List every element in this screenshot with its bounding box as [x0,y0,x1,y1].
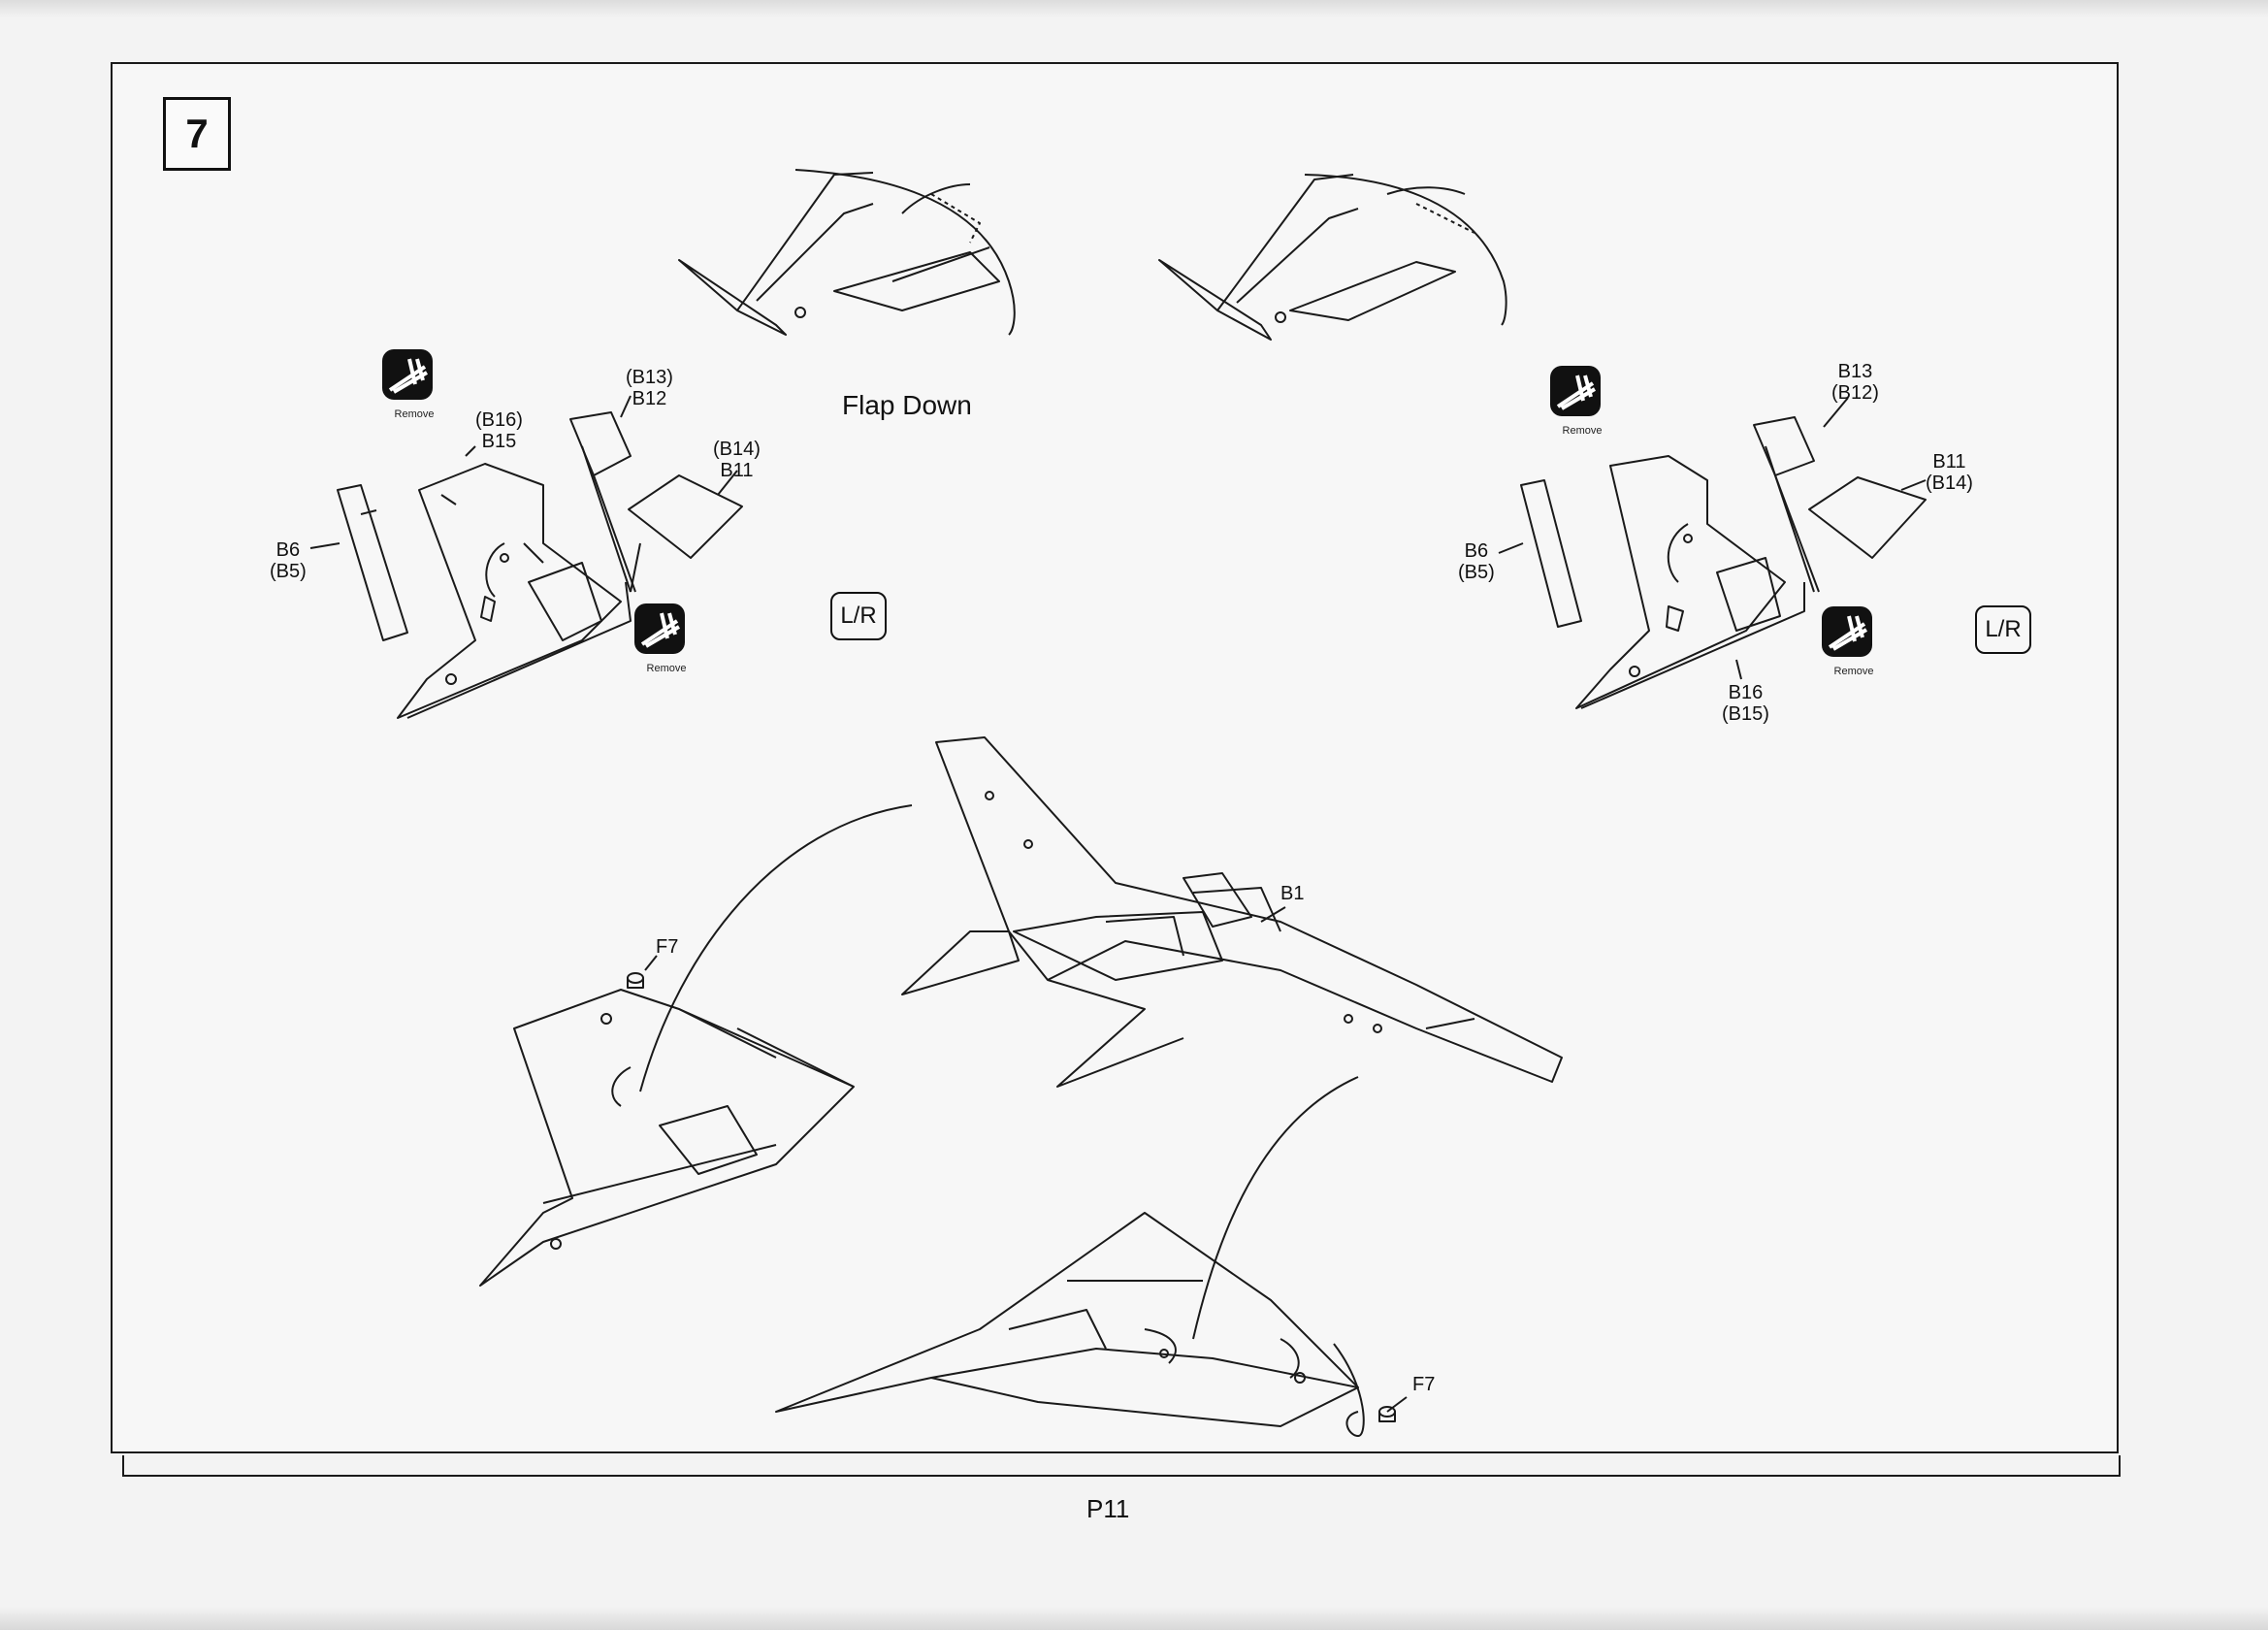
remove-icon: Remove [632,602,700,674]
lower-right-wing [775,1212,1359,1427]
label-f7-right: F7 [1412,1374,1436,1395]
lower-left-wing [479,989,855,1287]
lr-badge-left: L/R [830,592,887,640]
flap-down-title: Flap Down [842,390,972,420]
label-b13-b12-right: B13(B12) [1831,361,1879,404]
page-edge-bottom [0,1607,2268,1630]
center-fuselage [901,736,1563,1088]
frame-shadow [122,1455,2121,1477]
flap-down-detail-left [678,169,1016,336]
remove-caption: Remove [394,408,435,420]
page-number: P11 [1086,1494,1130,1523]
label-b16-b15-left: (B16)B15 [475,409,523,452]
lr-badge-right: L/R [1975,605,2031,654]
label-f7-left: F7 [656,936,679,958]
remove-icon: Remove [1820,604,1888,677]
leader-curve-left [639,804,913,1092]
remove-icon: Remove [380,347,448,420]
left-wing-exploded [337,411,743,719]
leader-curve-right [1192,1076,1359,1340]
remove-caption: Remove [1562,425,1603,437]
page-edge-top [0,0,2268,17]
flap-down-detail-right [1158,174,1507,341]
label-b13-b12-left: (B13)B12 [626,367,673,409]
label-b6-b5-left: B6(B5) [270,539,307,582]
remove-icon: Remove [1548,364,1616,437]
remove-caption: Remove [1833,666,1874,677]
label-b1: B1 [1280,883,1305,904]
instruction-frame [111,62,2119,1453]
label-b6-b5-right: B6(B5) [1458,540,1495,583]
label-b16-b15-right: B16(B15) [1722,682,1769,725]
label-b11-b14-right: B11(B14) [1926,451,1973,494]
step-number: 7 [163,97,231,171]
remove-caption: Remove [646,663,687,674]
right-wing-exploded [1520,416,1927,709]
label-b14-b11-left: (B14)B11 [713,439,761,481]
leader-curve-f7 [1333,1343,1365,1437]
